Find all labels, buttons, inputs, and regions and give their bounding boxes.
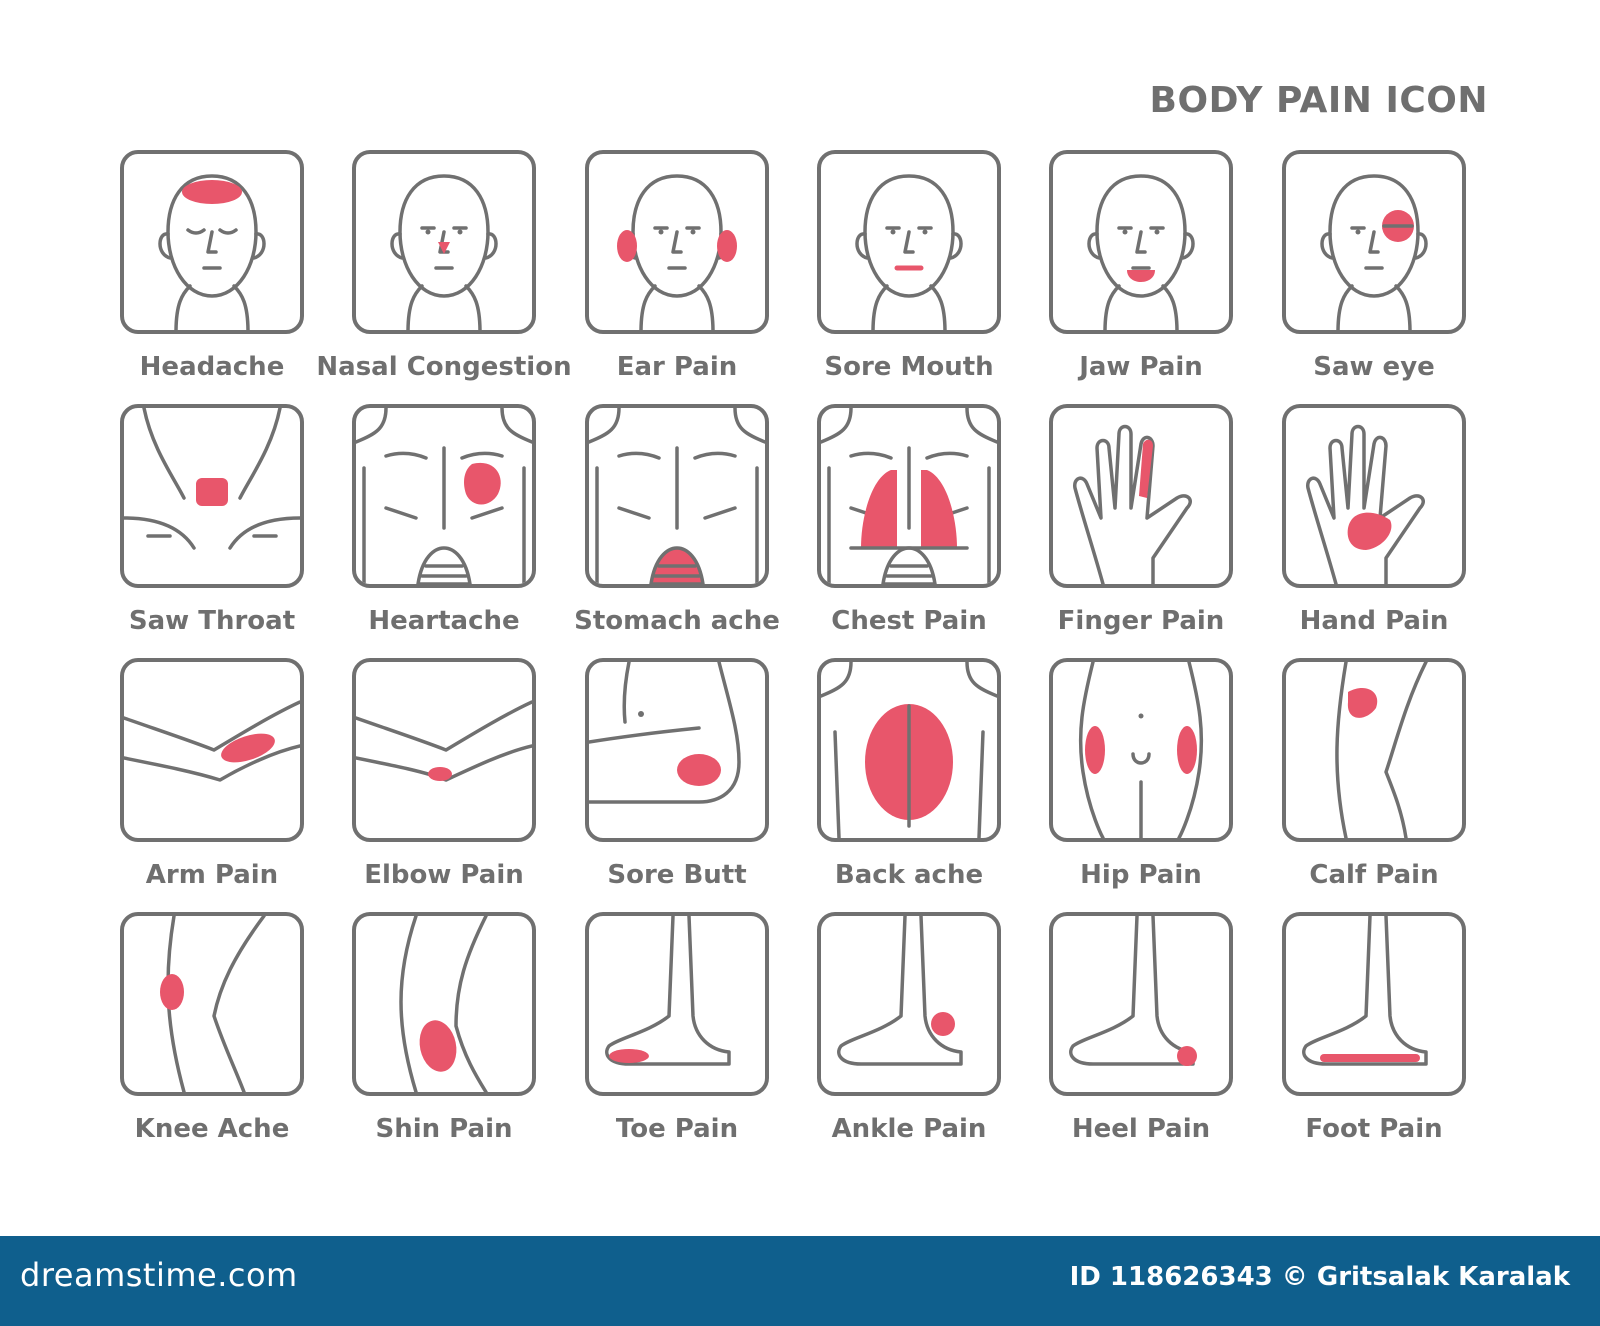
hand-icon (1282, 404, 1466, 588)
icon-label: Nasal Congestion (316, 352, 572, 382)
icon-label: Toe Pain (615, 1114, 739, 1144)
nose-icon (352, 150, 536, 334)
icon-label: Back ache (834, 860, 984, 890)
icon-label: Ankle Pain (831, 1114, 987, 1144)
heart-icon (352, 404, 536, 588)
shin-icon (352, 912, 536, 1096)
stomach-icon (585, 404, 769, 588)
icon-label: Arm Pain (145, 860, 279, 890)
icon-label: Saw Throat (128, 606, 296, 636)
calf-icon (1282, 658, 1466, 842)
knee-icon (120, 912, 304, 1096)
heel-icon (1049, 912, 1233, 1096)
icon-label: Sore Mouth (824, 352, 994, 382)
mouth-icon (817, 150, 1001, 334)
jaw-icon (1049, 150, 1233, 334)
icon-label: Stomach ache (574, 606, 780, 636)
icon-label: Hip Pain (1080, 860, 1202, 890)
icon-label: Elbow Pain (364, 860, 524, 890)
finger-icon (1049, 404, 1233, 588)
icon-label: Knee Ache (134, 1114, 290, 1144)
elbow-icon (352, 658, 536, 842)
arm-icon (120, 658, 304, 842)
hip-icon (1049, 658, 1233, 842)
icon-label: Ear Pain (616, 352, 738, 382)
butt-icon (585, 658, 769, 842)
icon-label: Calf Pain (1309, 860, 1439, 890)
eye-icon (1282, 150, 1466, 334)
ankle-icon (817, 912, 1001, 1096)
image-credit: ID 118626343 © Gritsalak Karalak (1069, 1262, 1570, 1292)
throat-icon (120, 404, 304, 588)
icon-label: Hand Pain (1299, 606, 1449, 636)
brand-logo: dreamstime.com (20, 1256, 298, 1294)
icon-label: Chest Pain (831, 606, 987, 636)
icon-label: Headache (139, 352, 285, 382)
icon-label: Foot Pain (1305, 1114, 1443, 1144)
icon-label: Sore Butt (607, 860, 747, 890)
icon-label: Heel Pain (1071, 1114, 1211, 1144)
back-icon (817, 658, 1001, 842)
icon-label: Heartache (368, 606, 520, 636)
lungs-icon (817, 404, 1001, 588)
headache-icon (120, 150, 304, 334)
icon-label: Saw eye (1313, 352, 1435, 382)
toe-icon (585, 912, 769, 1096)
footer-bar: dreamstime.com ID 118626343 © Gritsalak … (0, 1236, 1600, 1326)
ear-icon (585, 150, 769, 334)
icon-label: Finger Pain (1057, 606, 1225, 636)
page-title: BODY PAIN ICON (1149, 80, 1488, 121)
icon-label: Shin Pain (375, 1114, 513, 1144)
icon-label: Jaw Pain (1079, 352, 1203, 382)
foot-icon (1282, 912, 1466, 1096)
icon-grid: Headache Nasal Congestion Ear Pain Sore … (120, 150, 1466, 1144)
